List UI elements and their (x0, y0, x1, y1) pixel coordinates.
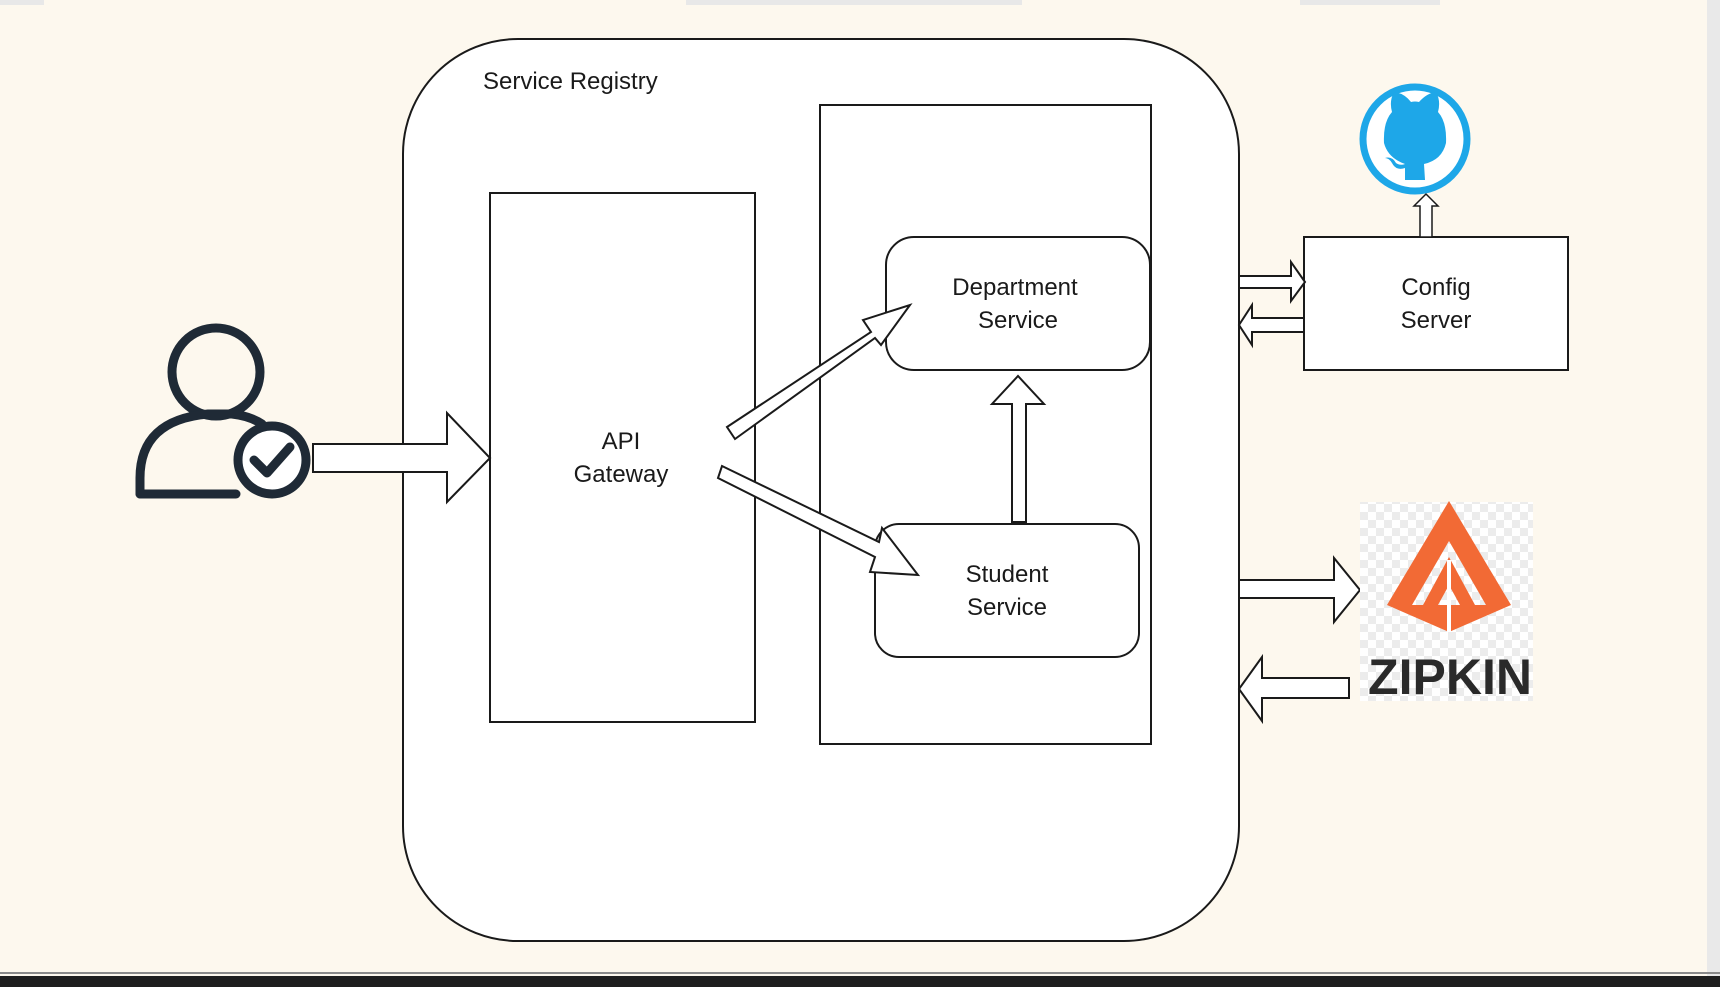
student-service-label-line2: Service (967, 594, 1047, 621)
top-edge-tab (0, 0, 44, 5)
student-service-box[interactable] (874, 523, 1140, 658)
gateway-to-department-arrow (725, 303, 913, 441)
user-check-icon (135, 323, 311, 499)
registry-to-config-arrow (1238, 258, 1307, 305)
api-gateway-label-line1: API (602, 428, 641, 455)
zipkin-to-registry-arrow (1237, 653, 1350, 725)
student-service-label-line1: Student (966, 561, 1049, 588)
bottom-divider (0, 972, 1720, 974)
config-to-github-arrow (1412, 192, 1440, 238)
bottom-status-bar (0, 976, 1720, 987)
registry-to-zipkin-arrow (1238, 555, 1362, 625)
user-to-gateway-arrow (312, 410, 492, 505)
top-edge-tab (1300, 0, 1440, 5)
department-service-box[interactable] (885, 236, 1151, 371)
service-registry-label: Service Registry (483, 68, 658, 95)
student-to-department-arrow (989, 374, 1047, 523)
api-gateway-label-line2: Gateway (574, 461, 669, 488)
config-server-label-line1: Config (1401, 274, 1470, 301)
github-icon (1359, 83, 1471, 195)
gateway-to-student-arrow (716, 464, 921, 577)
config-server-label-line2: Server (1401, 307, 1472, 334)
api-gateway-box[interactable] (489, 192, 756, 723)
config-to-registry-arrow (1237, 301, 1305, 349)
zipkin-logo: ZIPKIN (1360, 501, 1533, 705)
right-edge-scrollbar[interactable] (1707, 0, 1720, 987)
zipkin-label: ZIPKIN (1368, 649, 1532, 705)
department-service-label-line2: Service (978, 307, 1058, 334)
top-edge-tab (686, 0, 1022, 5)
department-service-label-line1: Department (952, 274, 1078, 301)
config-server-box[interactable] (1303, 236, 1569, 371)
